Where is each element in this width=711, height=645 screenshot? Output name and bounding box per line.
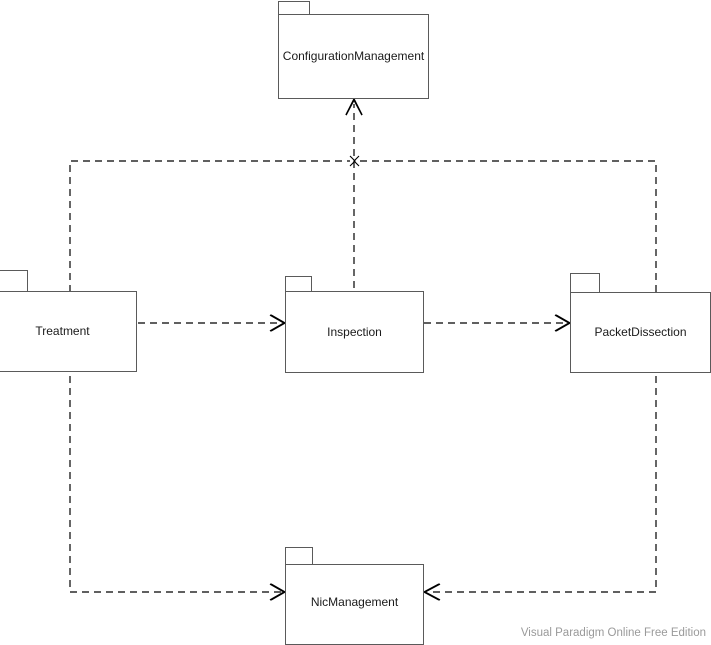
arrowhead-into-configuration-management — [345, 97, 363, 116]
package-body-packet-dissection: PacketDissection — [570, 292, 711, 373]
arrowhead-into-nic-management-right — [422, 583, 440, 601]
package-body-treatment: Treatment — [0, 291, 137, 372]
package-body-configuration-management: ConfigurationManagement — [278, 14, 429, 99]
package-label-nic-management: NicManagement — [310, 595, 399, 610]
package-tab-packet-dissection — [570, 273, 600, 292]
arrowhead-into-inspection — [270, 314, 287, 332]
package-body-inspection: Inspection — [285, 291, 424, 373]
package-label-treatment: Treatment — [35, 324, 90, 339]
package-body-nic-management: NicManagement — [285, 564, 424, 645]
arrowhead-into-packet-dissection — [555, 314, 572, 332]
package-tab-nic-management — [285, 547, 313, 564]
package-tab-inspection — [285, 276, 312, 291]
arrowhead-into-nic-management-left — [270, 583, 287, 601]
package-label-configuration-management: ConfigurationManagement — [282, 49, 425, 64]
watermark: Visual Paradigm Online Free Edition — [520, 627, 706, 639]
package-tab-configuration-management — [278, 1, 310, 14]
package-tab-treatment — [0, 270, 28, 291]
package-label-packet-dissection: PacketDissection — [594, 325, 687, 340]
package-label-inspection: Inspection — [327, 324, 382, 339]
